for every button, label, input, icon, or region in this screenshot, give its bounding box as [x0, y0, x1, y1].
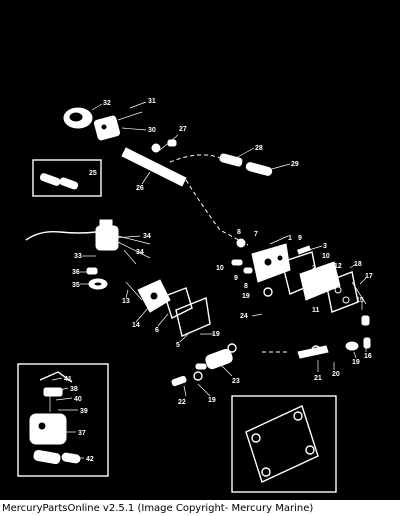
callout-19d: 19 — [208, 397, 216, 404]
callout-6: 6 — [155, 327, 159, 334]
callout-34b: 34 — [136, 249, 144, 256]
callout-36: 36 — [72, 269, 80, 276]
callout-11: 11 — [312, 307, 320, 314]
callout-37: 37 — [78, 430, 86, 437]
callout-9b: 9 — [234, 275, 238, 282]
callout-26: 26 — [136, 185, 144, 192]
callout-21: 21 — [314, 375, 322, 382]
callout-31: 31 — [148, 98, 156, 105]
callout-19c: 19 — [352, 359, 360, 366]
callout-39: 39 — [80, 408, 88, 415]
mounting-plate-part — [137, 279, 171, 313]
callout-8b: 8 — [244, 283, 248, 290]
fuel-tube-part — [121, 143, 187, 187]
hose-part — [245, 162, 273, 176]
callout-2: 2 — [312, 265, 316, 272]
callout-28: 28 — [255, 145, 263, 152]
fuel-pump-assembly-part — [251, 243, 291, 283]
callout-8: 8 — [237, 229, 241, 236]
callout-17: 17 — [365, 273, 373, 280]
callout-18: 18 — [354, 261, 362, 268]
fitting-part — [363, 337, 371, 349]
fuel-filter-part — [195, 348, 233, 370]
callout-22: 22 — [178, 399, 186, 406]
gasket-detail-part — [245, 405, 319, 483]
pump-body-part — [93, 111, 143, 141]
callout-41: 41 — [64, 376, 72, 383]
inset-box-hose — [32, 159, 102, 197]
screw-part — [125, 281, 143, 301]
callout-30: 30 — [148, 127, 156, 134]
callout-1: 1 — [288, 235, 292, 242]
callout-10b: 10 — [216, 265, 224, 272]
callout-10: 10 — [322, 253, 330, 260]
small-fitting-part — [167, 139, 177, 147]
callout-labels: 32 31 30 27 28 29 25 26 34 34 33 36 35 1… — [64, 98, 373, 463]
callout-20: 20 — [332, 371, 340, 378]
callout-5: 5 — [176, 342, 180, 349]
callout-34: 34 — [143, 233, 151, 240]
callout-3: 3 — [323, 243, 327, 250]
callout-9: 9 — [298, 235, 302, 242]
callout-4: 4 — [323, 265, 327, 272]
callout-25: 25 — [89, 170, 97, 177]
callout-19: 19 — [242, 293, 250, 300]
image-caption: MercuryPartsOnline v2.5.1 (Image Copyrig… — [2, 503, 314, 514]
hose-clamp-part — [219, 153, 243, 167]
callout-14: 14 — [132, 322, 140, 329]
callout-19b: 19 — [212, 331, 220, 338]
clamp-part — [263, 287, 273, 297]
callout-13: 13 — [122, 298, 130, 305]
pump-unit-part — [29, 413, 67, 445]
washer-part — [236, 238, 246, 248]
fitting-part-2 — [171, 375, 187, 387]
pump-cover-part — [299, 261, 341, 301]
inset-box-gasket — [231, 395, 337, 493]
gasket-part — [164, 287, 193, 319]
callout-40: 40 — [74, 396, 82, 403]
callout-7: 7 — [254, 231, 258, 238]
primer-bulb-part — [63, 107, 93, 129]
fuel-system-exploded-diagram: 32 31 30 27 28 29 25 26 34 34 33 36 35 1… — [0, 0, 400, 500]
leader-lines — [51, 101, 367, 459]
callout-12: 12 — [334, 263, 342, 270]
callout-23: 23 — [232, 378, 240, 385]
inset-box-pump — [17, 363, 109, 477]
callout-15: 15 — [356, 297, 364, 304]
callout-32: 32 — [103, 100, 111, 107]
callout-33: 33 — [74, 253, 82, 260]
callout-29: 29 — [291, 161, 299, 168]
callout-35: 35 — [72, 282, 80, 289]
gasket-plate-part — [175, 297, 211, 337]
cover-plate-part — [325, 271, 359, 313]
callout-24: 24 — [240, 313, 248, 320]
callout-16: 16 — [364, 353, 372, 360]
callout-27: 27 — [179, 126, 187, 133]
solenoid-part — [25, 219, 151, 259]
callout-42: 42 — [86, 456, 94, 463]
callout-38: 38 — [70, 386, 78, 393]
small-screw-part — [86, 267, 98, 275]
